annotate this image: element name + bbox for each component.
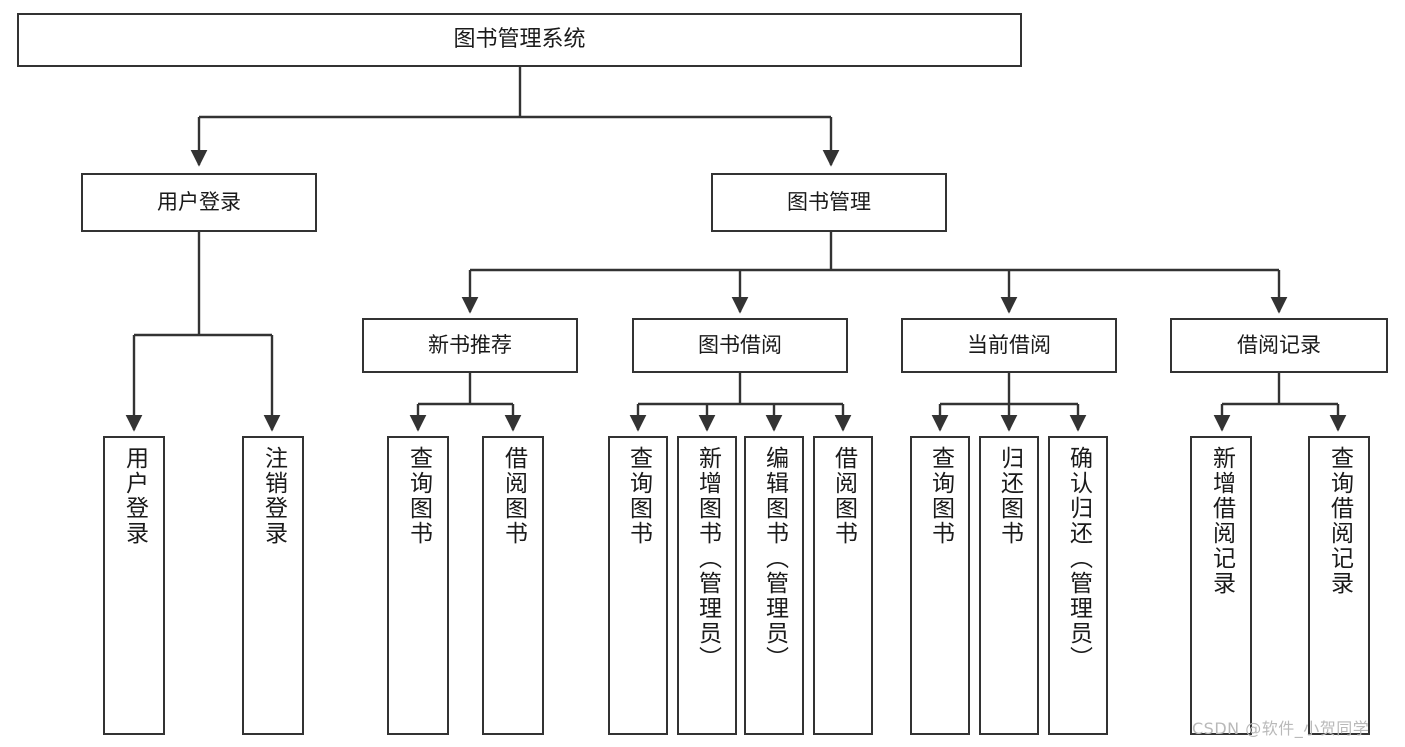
node-borrow-record[interactable]: 借阅记录 [1170, 318, 1388, 373]
node-user-login[interactable]: 用户登录 [81, 173, 317, 232]
node-label: 当前借阅 [967, 332, 1051, 357]
node-label: 查询借阅记录 [1326, 446, 1353, 596]
leaf-add-book-admin[interactable]: 新增图书（管理员） [677, 436, 737, 735]
node-root-system[interactable]: 图书管理系统 [17, 13, 1022, 67]
leaf-confirm-return-admin[interactable]: 确认归还（管理员） [1048, 436, 1108, 735]
node-label: 用户登录 [157, 189, 241, 214]
node-label: 图书管理 [787, 189, 871, 214]
node-current-borrow[interactable]: 当前借阅 [901, 318, 1117, 373]
node-label: 查询图书 [625, 446, 652, 546]
node-label: 图书管理系统 [453, 26, 586, 52]
node-book-borrow[interactable]: 图书借阅 [632, 318, 848, 373]
node-book-management[interactable]: 图书管理 [711, 173, 947, 232]
leaf-query-book-recommend[interactable]: 查询图书 [387, 436, 449, 735]
node-new-book-recommend[interactable]: 新书推荐 [362, 318, 578, 373]
node-label: 借阅记录 [1237, 332, 1321, 357]
node-label: 图书借阅 [698, 332, 782, 357]
leaf-query-borrow-record[interactable]: 查询借阅记录 [1308, 436, 1370, 735]
node-label: 用户登录 [121, 446, 148, 546]
node-label: 借阅图书 [500, 446, 527, 546]
node-label: 新增图书（管理员） [694, 446, 721, 671]
node-label: 新书推荐 [428, 332, 512, 357]
leaf-query-book-borrow[interactable]: 查询图书 [608, 436, 668, 735]
leaf-borrow-book[interactable]: 借阅图书 [813, 436, 873, 735]
csdn-watermark: CSDN @软件_小贺同学 [1192, 719, 1370, 738]
node-label: 注销登录 [260, 446, 287, 546]
node-label: 确认归还（管理员） [1065, 446, 1092, 671]
leaf-edit-book-admin[interactable]: 编辑图书（管理员） [744, 436, 804, 735]
node-label: 编辑图书（管理员） [761, 446, 788, 671]
leaf-add-borrow-record[interactable]: 新增借阅记录 [1190, 436, 1252, 735]
leaf-user-login[interactable]: 用户登录 [103, 436, 165, 735]
node-label: 新增借阅记录 [1208, 446, 1235, 596]
node-label: 借阅图书 [830, 446, 857, 546]
node-label: 归还图书 [996, 446, 1023, 546]
leaf-return-book[interactable]: 归还图书 [979, 436, 1039, 735]
leaf-logout[interactable]: 注销登录 [242, 436, 304, 735]
node-label: 查询图书 [405, 446, 432, 546]
leaf-borrow-book-recommend[interactable]: 借阅图书 [482, 436, 544, 735]
node-label: 查询图书 [927, 446, 954, 546]
leaf-query-book-current[interactable]: 查询图书 [910, 436, 970, 735]
